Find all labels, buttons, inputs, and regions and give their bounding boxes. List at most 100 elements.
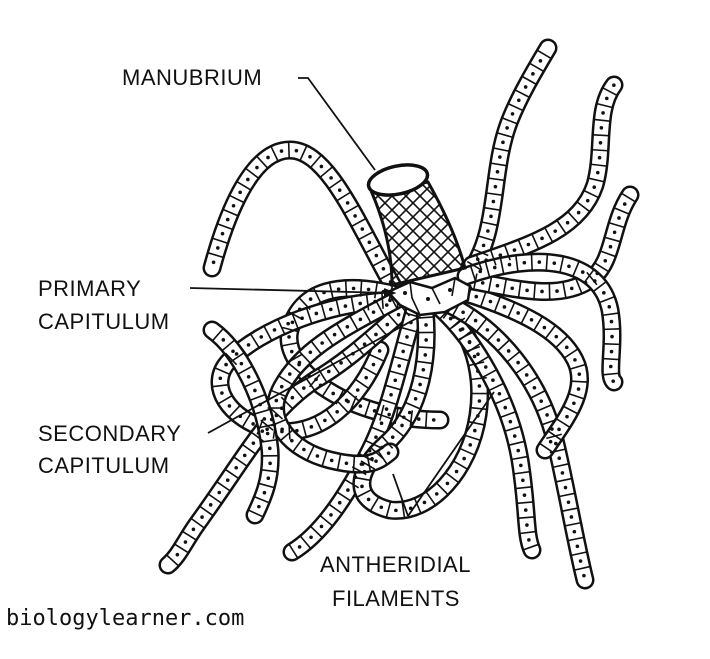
cell-nucleus — [607, 305, 611, 309]
cell-nucleus — [611, 379, 615, 383]
cell-wall — [604, 344, 620, 345]
secondary-capitulum-label-line1: SECONDARY — [38, 422, 181, 446]
filament-group — [167, 48, 635, 580]
cell-nucleus — [176, 553, 180, 557]
cell-nucleus — [291, 396, 295, 400]
cell-nucleus — [280, 385, 284, 389]
cell-nucleus — [486, 328, 490, 332]
cell-nucleus — [298, 545, 302, 549]
cell-nucleus — [265, 427, 269, 431]
cell-nucleus — [397, 313, 401, 317]
cell-wall — [361, 281, 362, 297]
cell-nucleus — [598, 156, 602, 160]
cell-wall — [593, 135, 609, 136]
cell-nucleus — [486, 229, 490, 233]
cell-nucleus — [553, 229, 557, 233]
cell-nucleus — [600, 126, 604, 130]
cell-nucleus — [327, 370, 331, 374]
cell-nucleus — [478, 384, 482, 388]
cell-nucleus — [329, 513, 333, 517]
cell-nucleus — [524, 85, 528, 89]
cell-nucleus — [235, 352, 239, 356]
cell-nucleus — [367, 498, 371, 502]
cell-nucleus — [516, 361, 520, 365]
cell-nucleus — [335, 410, 339, 414]
cell-nucleus — [323, 419, 327, 423]
cell-nucleus — [489, 215, 493, 219]
cell-nucleus — [573, 358, 577, 362]
cell-nucleus — [596, 171, 600, 175]
cell-nucleus — [603, 259, 607, 263]
cell-nucleus — [533, 386, 537, 390]
cell-nucleus — [387, 413, 391, 417]
cell-nucleus — [370, 457, 374, 461]
cell-nucleus — [567, 500, 571, 504]
cell-nucleus — [238, 191, 242, 195]
cell-nucleus — [462, 457, 466, 461]
watermark-text: biologylearner.com — [6, 606, 244, 631]
cell-nucleus — [513, 248, 517, 252]
cell-nucleus — [565, 346, 569, 350]
cell-nucleus — [356, 388, 360, 392]
cell-nucleus — [320, 165, 324, 169]
cell-nucleus — [554, 442, 558, 446]
cell-nucleus — [266, 476, 270, 480]
cell-nucleus — [378, 349, 382, 353]
cell-nucleus — [314, 378, 318, 382]
filament-outline — [212, 150, 398, 295]
antheridial-filaments-label-line2: FILAMENTS — [332, 587, 460, 611]
cell-nucleus — [360, 462, 364, 466]
cell-wall — [289, 423, 290, 439]
primary-capitulum-label-line1: PRIMARY — [38, 277, 141, 301]
cell-nucleus — [346, 325, 350, 329]
cell-nucleus — [300, 316, 304, 320]
cell-nucleus — [473, 355, 477, 359]
cell-nucleus — [339, 361, 343, 365]
antheridial-filaments-label-line1: ANTHERIDIAL — [320, 553, 471, 577]
cell-nucleus — [513, 434, 517, 438]
cell-nucleus — [474, 295, 478, 299]
cell-nucleus — [298, 361, 302, 365]
cell-nucleus — [391, 435, 395, 439]
cell-nucleus — [309, 535, 313, 539]
cell-nucleus — [461, 310, 465, 314]
cell-nucleus — [579, 559, 583, 563]
cell-nucleus — [359, 318, 363, 322]
cell-nucleus — [259, 335, 263, 339]
cell-nucleus — [421, 368, 425, 372]
cell-nucleus — [302, 386, 306, 390]
cell-nucleus — [474, 319, 478, 323]
cell-nucleus — [605, 97, 609, 101]
cell-nucleus — [595, 272, 599, 276]
cell-nucleus — [581, 270, 585, 274]
cell-nucleus — [602, 291, 606, 295]
cell-nucleus — [519, 464, 523, 468]
cell-nucleus — [275, 399, 279, 403]
cell-nucleus — [184, 540, 188, 544]
cell-nucleus — [599, 141, 603, 145]
cell-nucleus — [387, 451, 391, 455]
cell-nucleus — [527, 538, 531, 542]
cell-nucleus — [224, 363, 228, 367]
cell-wall — [532, 254, 533, 270]
cell-nucleus — [417, 417, 421, 421]
cell-wall — [572, 381, 588, 382]
cell-nucleus — [497, 338, 501, 342]
cell-wall — [604, 329, 620, 330]
cell-wall — [426, 412, 427, 428]
cell-nucleus — [545, 413, 549, 417]
cell-nucleus — [360, 485, 364, 489]
cell-nucleus — [570, 287, 574, 291]
cell-nucleus — [503, 406, 507, 410]
cell-nucleus — [527, 243, 531, 247]
cell-wall — [592, 150, 608, 151]
filament-fill — [212, 150, 398, 295]
cell-nucleus — [516, 311, 520, 315]
cell-nucleus — [246, 178, 250, 182]
cell-nucleus — [393, 379, 397, 383]
cell-nucleus — [360, 227, 364, 231]
cell-nucleus — [468, 443, 472, 447]
cell-nucleus — [270, 418, 274, 422]
cell-nucleus — [491, 378, 495, 382]
cell-nucleus — [192, 528, 196, 532]
